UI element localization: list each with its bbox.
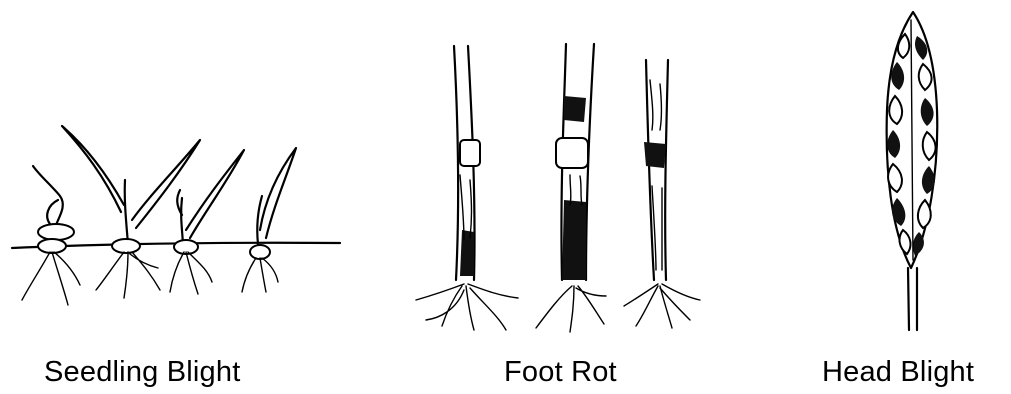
caption-seedling-blight: Seedling Blight: [44, 356, 240, 389]
stem-right: [624, 60, 700, 328]
seedling-blight-illustration: [0, 0, 360, 350]
wheat-head: [887, 12, 938, 330]
stem-middle: [536, 44, 606, 332]
stem-left: [416, 46, 518, 330]
caption-foot-rot: Foot Rot: [504, 356, 617, 389]
foot-rot-illustration: [400, 0, 720, 350]
seedling-collapsed: [22, 166, 80, 305]
seedling-upright: [242, 148, 296, 292]
seedling-leaning: [170, 150, 244, 294]
panel-foot-rot: Foot Rot: [400, 0, 720, 394]
panel-seedling-blight: Seedling Blight: [0, 0, 360, 394]
panel-head-blight: Head Blight: [805, 0, 1011, 394]
head-blight-illustration: [805, 0, 1011, 350]
caption-head-blight: Head Blight: [822, 356, 974, 389]
